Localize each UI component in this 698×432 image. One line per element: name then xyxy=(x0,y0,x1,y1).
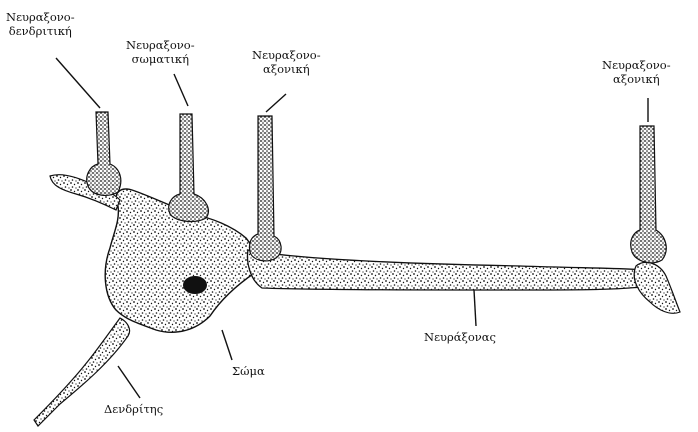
leader-line-axodendritic xyxy=(56,58,100,108)
axoaxonic-left-terminal-shape xyxy=(249,116,281,261)
label-axosomatic: Νευραξονο- σωματική xyxy=(126,38,195,66)
label-axodendritic-line1: Νευραξονο- xyxy=(6,10,75,24)
label-axoaxonic-left: Νευραξονο- αξονική xyxy=(252,48,321,76)
leader-line-axosomatic xyxy=(174,74,188,106)
axosomatic-terminal-shape xyxy=(169,114,209,221)
label-axosomatic-line1: Νευραξονο- xyxy=(126,38,195,52)
leader-line-dendrite xyxy=(118,366,140,398)
label-axoaxonic-left-line1: Νευραξονο- xyxy=(252,48,321,62)
label-axodendritic: Νευραξονο- δενδριτική xyxy=(6,10,75,38)
label-axon: Νευράξονας xyxy=(424,330,496,344)
axodendritic-terminal-shape xyxy=(87,112,121,195)
axoaxonic-right-terminal-shape xyxy=(631,126,667,263)
label-axoaxonic-left-line2: αξονική xyxy=(252,62,321,76)
axon-shape xyxy=(248,250,650,290)
nucleus-shape xyxy=(183,276,207,294)
label-soma: Σώμα xyxy=(232,364,265,378)
label-axoaxonic-right-line2: αξονική xyxy=(602,72,671,86)
label-axoaxonic-right: Νευραξονο- αξονική xyxy=(602,58,671,86)
label-axodendritic-line2: δενδριτική xyxy=(6,24,75,38)
leader-line-axoaxonic-left xyxy=(266,94,286,112)
label-axoaxonic-right-line1: Νευραξονο- xyxy=(602,58,671,72)
label-dendrite: Δενδρίτης xyxy=(104,402,163,416)
label-axosomatic-line2: σωματική xyxy=(126,52,195,66)
leader-line-axon xyxy=(474,290,476,326)
leader-line-soma xyxy=(222,330,232,360)
axon-terminal-shape xyxy=(634,262,680,313)
